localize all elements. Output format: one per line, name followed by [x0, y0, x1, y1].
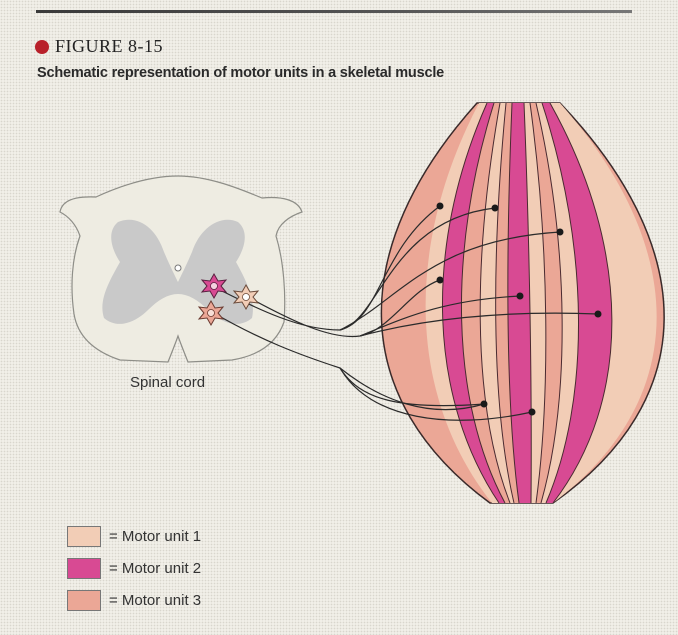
legend: = Motor unit 1 = Motor unit 2 = Motor un… — [67, 520, 201, 616]
skeletal-muscle — [381, 103, 664, 503]
legend-swatch-motor-unit-1 — [67, 526, 101, 547]
central-canal — [175, 265, 181, 271]
spinal-cord-label: Spinal cord — [130, 374, 205, 391]
legend-swatch-motor-unit-2 — [67, 558, 101, 579]
legend-label: = Motor unit 2 — [109, 560, 201, 577]
spinal-cord — [60, 176, 302, 362]
legend-swatch-motor-unit-3 — [67, 590, 101, 611]
legend-label: = Motor unit 1 — [109, 528, 201, 545]
legend-item: = Motor unit 3 — [67, 584, 201, 616]
legend-label: = Motor unit 3 — [109, 592, 201, 609]
legend-item: = Motor unit 2 — [67, 552, 201, 584]
legend-item: = Motor unit 1 — [67, 520, 201, 552]
